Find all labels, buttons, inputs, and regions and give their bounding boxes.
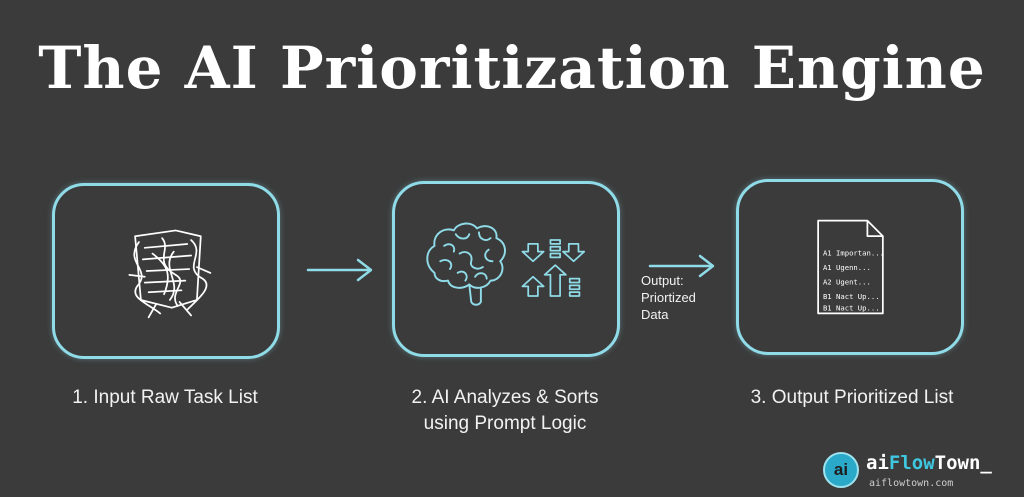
step-3-caption: 3. Output Prioritized List <box>722 385 982 411</box>
output-label-line: Output: <box>641 273 684 288</box>
step-output-box: A1 Importan... A1 Ugenn... A2 Ugent... B… <box>736 179 964 355</box>
output-label-line: Data <box>641 307 669 322</box>
diagram-title: The AI Prioritization Engine <box>38 34 986 102</box>
document-line: A2 Ugent... <box>823 277 871 286</box>
caption-line: 3. Output Prioritized List <box>750 387 954 408</box>
step-1-caption: 1. Input Raw Task List <box>40 385 290 411</box>
document-icon: A1 Importan... A1 Ugenn... A2 Ugent... B… <box>817 219 884 315</box>
brand-name-part: Town_ <box>934 452 992 474</box>
flow-arrow-2 <box>648 254 715 278</box>
flow-arrow-1 <box>306 258 373 282</box>
brand-name: aiFlowTown_ <box>866 452 992 474</box>
brand-footer: ai aiFlowTown_ aiflowtown.com <box>823 450 1023 492</box>
document-line: A1 Importan... <box>823 248 884 257</box>
brand-logo-icon: ai <box>823 452 859 488</box>
tangled-task-list-icon <box>128 229 212 319</box>
step-analyze-box <box>392 181 620 357</box>
brain-icon <box>426 222 506 306</box>
caption-line: 1. Input Raw Task List <box>72 387 258 408</box>
caption-line: 2. AI Analyzes & Sorts <box>411 387 599 408</box>
output-data-label: Output: Priortized Data <box>641 272 721 323</box>
caption-line: using Prompt Logic <box>423 413 587 434</box>
output-label-line: Priortized <box>641 290 696 305</box>
sort-arrows-icon <box>521 239 586 297</box>
document-line: A1 Ugenn... <box>823 263 871 272</box>
brand-name-part: ai <box>866 452 889 474</box>
step-input-box <box>52 183 280 359</box>
brand-url: aiflowtown.com <box>869 478 954 489</box>
step-2-caption: 2. AI Analyzes & Sorts using Prompt Logi… <box>370 385 640 437</box>
document-line: B1 Nact Up... <box>823 292 880 301</box>
brand-name-part: Flow <box>888 452 935 474</box>
document-line: B1 Nact Up... <box>823 303 880 312</box>
